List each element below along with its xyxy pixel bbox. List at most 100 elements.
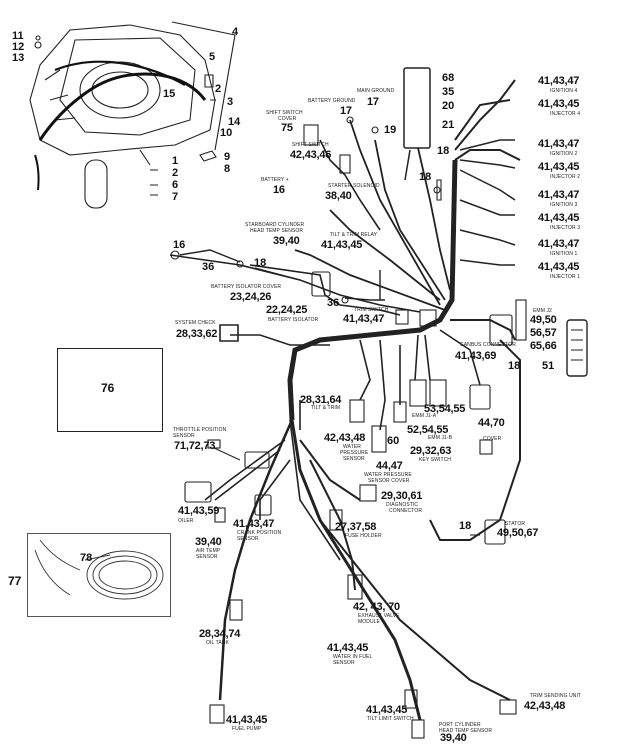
callout-3: 3: [227, 96, 234, 108]
system-check-caption: SYSTEM CHECK: [175, 320, 216, 326]
callout-60: 60: [387, 435, 400, 447]
stbd-cyl-parts: 39,40: [273, 235, 300, 247]
box-76: [57, 348, 163, 432]
ignition-2-caption: IGNITION 2: [550, 151, 578, 157]
air-temp-cap-1: AIR TEMP: [196, 548, 221, 554]
callout-68: 68: [442, 72, 455, 84]
emm-44-70: 44,70: [478, 417, 505, 429]
callout-51: 51: [542, 360, 555, 372]
oil-tank-parts: 28,34,74: [199, 628, 241, 640]
stbd-cyl-caption-1: STARBOARD CYLINDER: [245, 222, 305, 228]
callout-20: 20: [442, 100, 455, 112]
tilt-trim-parts: 28,31,64: [300, 394, 342, 406]
throttle-cap-1: THROTTLE POSITION: [173, 427, 227, 433]
starter-solenoid-parts: 38,40: [325, 190, 352, 202]
tilt-relay-parts: 41,43,45: [321, 239, 363, 251]
callout-8: 8: [224, 163, 231, 175]
tilt-limit-caption: TILT LIMIT SWITCH: [367, 716, 414, 722]
callout-5: 5: [209, 51, 216, 63]
fuel-pump-parts: 41,43,45: [226, 714, 268, 726]
bat-iso-caption: BATTERY ISOLATOR: [268, 317, 319, 323]
callout-78: 78: [80, 552, 93, 564]
callout-14: 14: [228, 116, 241, 128]
battery-ground-part: 17: [340, 105, 352, 117]
callout-36-b: 36: [327, 297, 340, 309]
callout-6: 6: [172, 179, 179, 191]
emm-j2-parts-2: 56,57: [530, 327, 557, 339]
ignition-1-caption: IGNITION 1: [550, 251, 578, 257]
callout-2: 2: [215, 83, 222, 95]
stbd-cyl-caption-2: HEAD TEMP SENSOR: [250, 228, 304, 234]
callout-18-stator: 18: [459, 520, 472, 532]
shift-switch-cover-caption-1: SHIFT SWITCH: [266, 110, 303, 116]
callout-11: 11: [12, 30, 24, 42]
injector-2-parts: 41,43,45: [538, 161, 580, 173]
port-cyl-parts: 39,40: [440, 732, 467, 744]
callout-18-mid: 18: [254, 257, 267, 269]
shift-switch-caption: SHIFT SWITCH: [292, 142, 329, 148]
cover-caption: COVER: [483, 436, 502, 442]
trim-switch-caption: TRIM SWITCH: [354, 307, 389, 313]
port-cyl-cap-2: HEAD TEMP SENSOR: [439, 728, 493, 734]
ignition-3-caption: IGNITION 3: [550, 202, 578, 208]
main-ground-caption: MAIN GROUND: [357, 88, 395, 94]
throttle-parts: 71,72,73: [174, 440, 216, 452]
key-switch-caption: KEY SWITCH: [419, 457, 452, 463]
water-pressure-cap-2: PRESSURE: [340, 450, 369, 456]
system-check-parts: 28,33,62: [176, 328, 218, 340]
injector-3-caption: INJECTOR 3: [550, 225, 581, 231]
crank-cap-1: CRANK POSITION: [237, 530, 282, 536]
injector-1-caption: INJECTOR 1: [550, 274, 581, 280]
water-pressure-parts: 42,43,48: [324, 432, 366, 444]
water-fuel-cap-2: SENSOR: [333, 660, 355, 666]
callout-15: 15: [163, 88, 176, 100]
trim-send-parts: 42,43,48: [524, 700, 566, 712]
callout-18-emm: 18: [508, 360, 521, 372]
callout-10: 10: [220, 127, 233, 139]
callout-2b: 2: [172, 167, 179, 179]
callout-76: 76: [101, 381, 115, 395]
shift-switch-parts: 42,43,46: [290, 149, 332, 161]
exhaust-cap-2: MODULE: [358, 619, 380, 625]
port-cyl-cap-1: PORT CYLINDER: [439, 722, 481, 728]
battery-plus-caption: BATTERY +: [261, 177, 289, 183]
emm-j2-caption: EMM J2: [533, 308, 552, 314]
callout-18-top: 18: [437, 145, 450, 157]
bat-iso-cover-caption: BATTERY ISOLATOR COVER: [211, 284, 282, 290]
key-switch-parts-b: 29,32,63: [410, 445, 452, 457]
wp-cover-cap-2: SENSOR COVER: [368, 478, 410, 484]
callout-13: 13: [12, 52, 25, 64]
water-fuel-cap-1: WATER IN FUEL: [333, 654, 373, 660]
shift-switch-cover-part: 75: [281, 122, 293, 134]
air-temp-parts: 39,40: [195, 536, 222, 548]
callout-4: 4: [232, 26, 239, 38]
box-77: [27, 533, 171, 617]
battery-ground-caption: BATTERY GROUND: [308, 98, 356, 104]
callout-35: 35: [442, 86, 455, 98]
emm-j1b-parts: 53,54,55: [424, 403, 466, 415]
stator-caption: STATOR: [505, 521, 526, 527]
engine-outline: [29, 24, 216, 156]
crank-parts: 41,43,47: [233, 518, 275, 530]
emm-j1-caption: EMM J1-A: [412, 413, 437, 419]
oiler-parts: 41,43,59: [178, 505, 220, 517]
ignition-4-caption: IGNITION 4: [550, 88, 578, 94]
trim-send-caption: TRIM SENDING UNIT: [530, 693, 582, 699]
crank-cap-2: SENSOR: [237, 536, 259, 542]
callout-18-relay: 18: [419, 171, 432, 183]
ignition-2-parts: 41,43,47: [538, 138, 580, 150]
wp-cover-parts: 44,47: [376, 460, 403, 472]
trim-switch-parts: 41,43,47: [343, 313, 385, 325]
exhaust-cap-1: EXHAUST VALVE: [358, 613, 400, 619]
bat-iso-cover-parts: 23,24,26: [230, 291, 272, 303]
callout-12: 12: [12, 41, 25, 53]
ignition-1-parts: 41,43,47: [538, 238, 580, 250]
emm-j1b-caption: EMM J1-B: [428, 435, 453, 441]
ignition-3-parts: 41,43,47: [538, 189, 580, 201]
fuse-parts: 27,37,58: [335, 521, 377, 533]
oiler-caption: OILER: [178, 518, 194, 524]
callout-16: 16: [173, 239, 186, 251]
bat-iso-parts: 22,24,25: [266, 304, 308, 316]
